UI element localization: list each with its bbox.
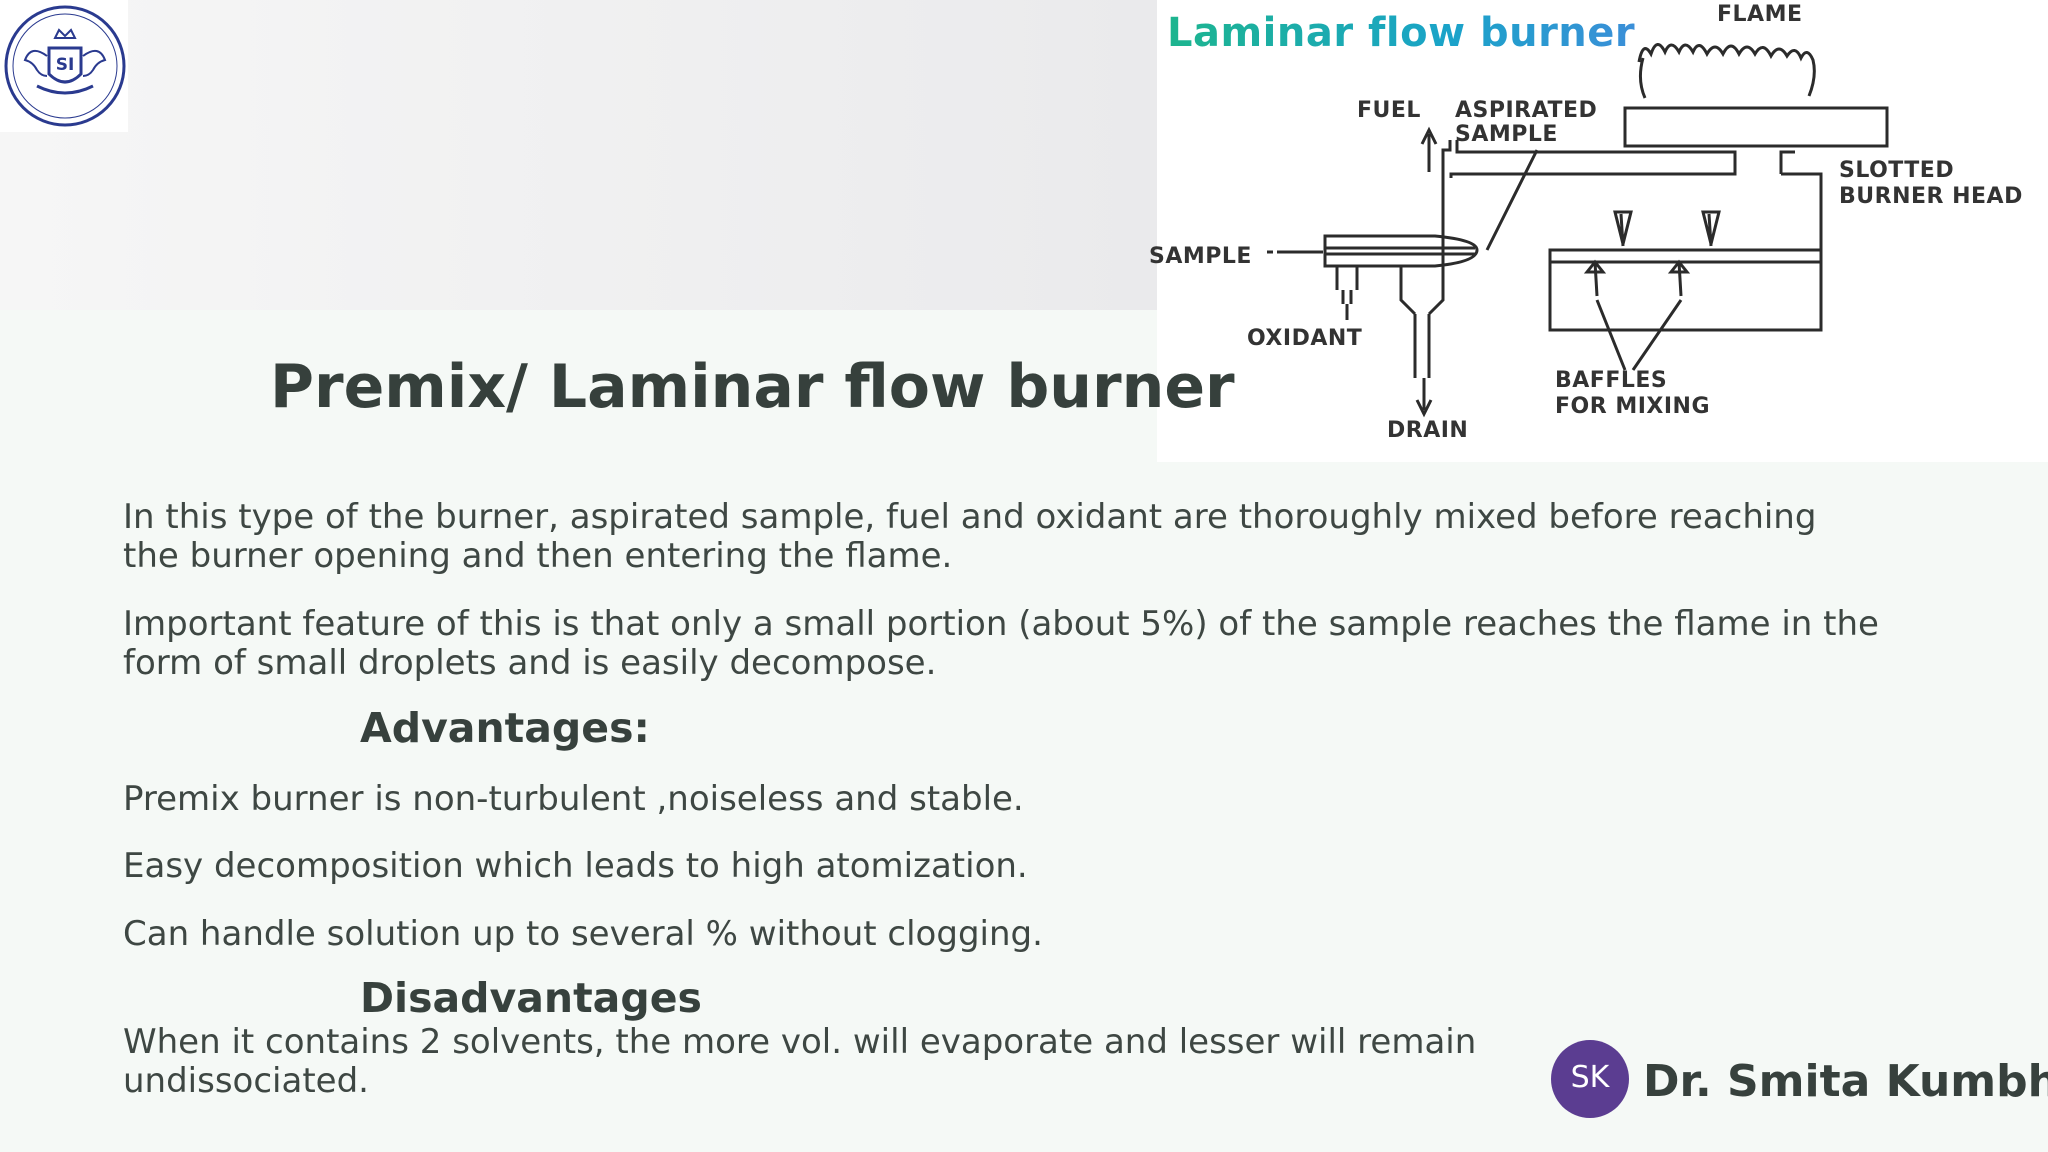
advantages-heading: Advantages: (360, 704, 650, 752)
label-slotted: SLOTTED (1839, 158, 1955, 183)
disadvantages-heading: Disadvantages (360, 974, 702, 1022)
advantage-item: Premix burner is non-turbulent ,noiseles… (123, 779, 1024, 819)
svg-text:SI: SI (56, 55, 75, 75)
advantage-item: Can handle solution up to several % with… (123, 914, 1043, 954)
presenter-name: Dr. Smita Kumbhar (1643, 1056, 2048, 1107)
intro-paragraph: In this type of the burner, aspirated sa… (123, 497, 1817, 576)
page-title: Premix/ Laminar flow burner (270, 352, 1235, 422)
diagram-title: Laminar flow burner (1167, 10, 1636, 56)
feature-paragraph: Important feature of this is that only a… (123, 604, 1879, 683)
header-band (0, 0, 1160, 310)
label-baffles: BAFFLES (1555, 368, 1668, 393)
burner-diagram: Laminar flow burner FLAME FUEL ASPIRATED… (1149, 0, 2048, 462)
presenter-avatar: SK (1551, 1040, 1629, 1118)
institution-logo: SI (0, 0, 128, 132)
label-aspirated-sample: SAMPLE (1455, 122, 1558, 147)
baffle-arrow-2 (1701, 210, 1721, 247)
burner-head (1623, 106, 1889, 148)
label-drain: DRAIN (1387, 418, 1469, 443)
nebulizer (1323, 234, 1479, 268)
baffle-arrow-1 (1613, 210, 1633, 247)
flame-shape (1637, 43, 1816, 99)
label-burner-head: BURNER HEAD (1839, 184, 2023, 209)
burner-schematic (1267, 43, 1889, 418)
label-sample: SAMPLE (1149, 244, 1252, 269)
label-aspirated: ASPIRATED (1455, 98, 1598, 123)
label-flame: FLAME (1717, 2, 1803, 27)
label-fuel: FUEL (1357, 98, 1421, 123)
disadvantage-item: When it contains 2 solvents, the more vo… (123, 1022, 1477, 1101)
label-for-mixing: FOR MIXING (1555, 394, 1711, 419)
label-oxidant: OXIDANT (1247, 326, 1363, 351)
advantage-item: Easy decomposition which leads to high a… (123, 846, 1028, 886)
crest-icon: SI (4, 5, 126, 127)
